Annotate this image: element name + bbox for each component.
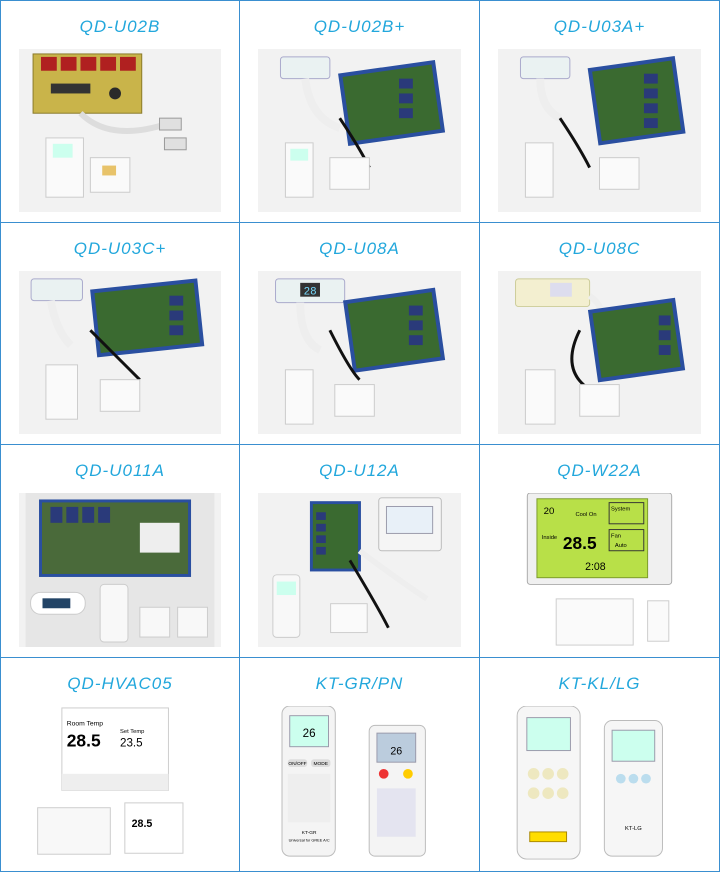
product-card-qd-w22a[interactable]: QD-W22A 20 Cool On System Inside 28.5 Fa… bbox=[480, 445, 719, 658]
remote-display: 26 bbox=[303, 727, 316, 740]
product-card-qd-u02b[interactable]: QD-U02B bbox=[1, 1, 240, 223]
remote2-display: 26 bbox=[390, 745, 402, 757]
lcd-fan-label: Fan bbox=[611, 533, 621, 539]
set-temp-label: Set Temp bbox=[120, 729, 144, 735]
model-label: KT-GR bbox=[302, 830, 317, 836]
product-title: QD-U12A bbox=[319, 461, 400, 480]
lcd-top-value: 20 bbox=[544, 506, 555, 517]
product-title: QD-U02B bbox=[79, 17, 161, 36]
lcd-system-label: System bbox=[611, 506, 630, 512]
room-temp-label: Room Temp bbox=[67, 720, 104, 727]
set-temp-value: 23.5 bbox=[120, 737, 143, 750]
room-temp-value: 28.5 bbox=[67, 731, 101, 751]
mode-button[interactable]: MODE bbox=[314, 761, 329, 767]
product-photo: 20 Cool On System Inside 28.5 Fan Auto 2… bbox=[498, 493, 701, 647]
product-card-qd-hvac05[interactable]: QD-HVAC05 Room Temp 28.5 Set Temp 23.5 2… bbox=[1, 658, 240, 871]
product-title: QD-U02B+ bbox=[313, 17, 406, 36]
product-card-qd-u03a-plus[interactable]: QD-U03A+ bbox=[480, 1, 719, 223]
product-photo bbox=[258, 493, 461, 647]
lcd-time-value: 2:08 bbox=[585, 561, 606, 573]
product-card-qd-u03c-plus[interactable]: QD-U03C+ bbox=[1, 223, 240, 445]
product-title: KT-GR/PN bbox=[315, 674, 404, 693]
product-title: QD-U08C bbox=[558, 239, 641, 258]
product-title: QD-U08A bbox=[319, 239, 400, 258]
product-card-qd-u08c[interactable]: QD-U08C bbox=[480, 223, 719, 445]
product-title: QD-U03C+ bbox=[73, 239, 167, 258]
product-photo: 28 bbox=[258, 271, 461, 434]
product-photo bbox=[19, 49, 221, 212]
product-photo: KT-LG bbox=[498, 706, 701, 861]
product-photo bbox=[19, 493, 221, 647]
product-photo bbox=[498, 49, 701, 212]
universal-label: Universal for GREE A/C bbox=[289, 838, 330, 843]
product-card-qd-u011a[interactable]: QD-U011A bbox=[1, 445, 240, 658]
product-photo bbox=[498, 271, 701, 434]
product-card-kt-gr-pn[interactable]: KT-GR/PN 26 ON/OFF MODE KT-GR Universal … bbox=[240, 658, 480, 871]
product-photo: 26 ON/OFF MODE KT-GR Universal for GREE … bbox=[258, 706, 461, 861]
product-card-qd-u02b-plus[interactable]: QD-U02B+ bbox=[240, 1, 480, 223]
product-title: QD-U011A bbox=[75, 461, 165, 480]
lcd-temp-value: 28.5 bbox=[563, 533, 597, 553]
product-title: QD-U03A+ bbox=[553, 17, 646, 36]
controller-kit-illustration bbox=[32, 53, 187, 198]
onoff-button[interactable]: ON/OFF bbox=[288, 761, 306, 767]
product-title: QD-HVAC05 bbox=[67, 674, 173, 693]
product-card-kt-kl-lg[interactable]: KT-KL/LG KT-LG bbox=[480, 658, 719, 871]
product-photo bbox=[258, 49, 461, 212]
lcd-cool-label: Cool On bbox=[575, 512, 596, 518]
product-title: QD-W22A bbox=[557, 461, 642, 480]
product-photo: Room Temp 28.5 Set Temp 23.5 28.5 bbox=[19, 706, 221, 861]
product-title: KT-KL/LG bbox=[558, 674, 641, 693]
product-photo bbox=[19, 271, 221, 434]
lcd-inside-label: Inside bbox=[542, 535, 557, 541]
display-readout: 28 bbox=[304, 287, 317, 299]
lcd-auto-label: Auto bbox=[615, 543, 627, 549]
product-card-qd-u08a[interactable]: QD-U08A 28 bbox=[240, 223, 480, 445]
small-temp-value: 28.5 bbox=[132, 818, 153, 830]
product-card-qd-u12a[interactable]: QD-U12A bbox=[240, 445, 480, 658]
model-label: KT-LG bbox=[625, 826, 642, 832]
